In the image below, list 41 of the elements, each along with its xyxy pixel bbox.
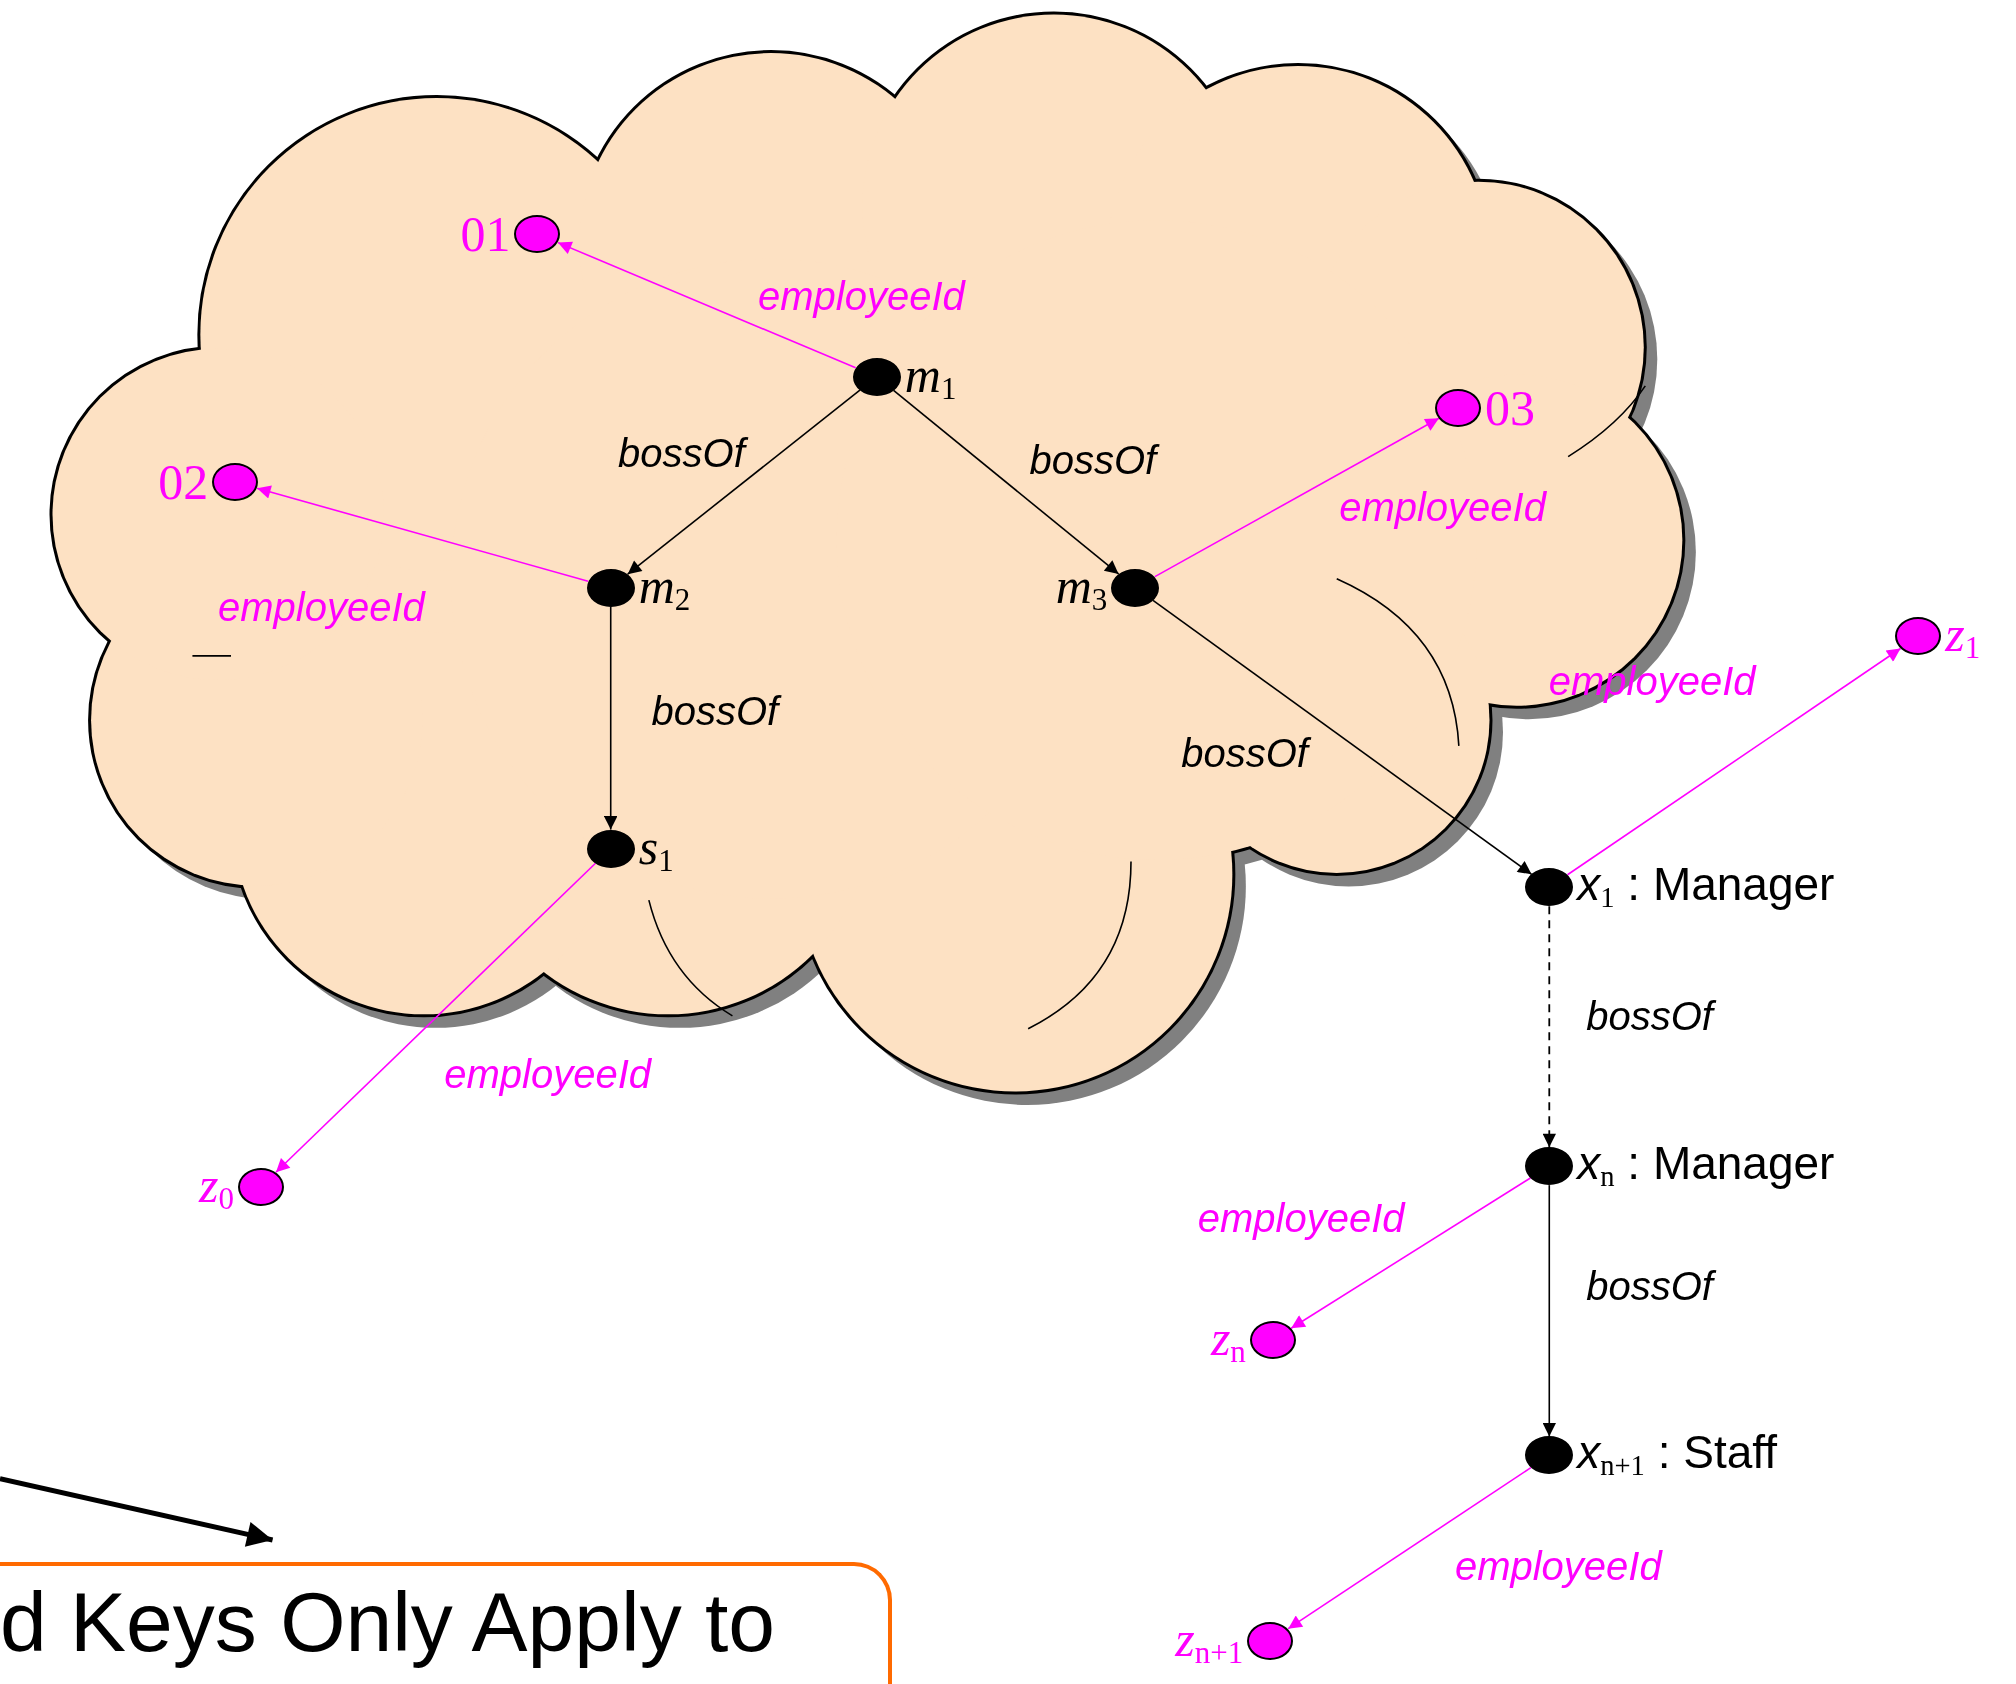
node-label: 01 — [460, 209, 511, 259]
node-label: 02 — [158, 457, 209, 508]
arrow — [256, 485, 589, 582]
node-label: m$_{1}$ — [904, 349, 957, 405]
thick-arrow — [0, 1476, 274, 1547]
node-label: x$_{n+1}$ : Staff — [1577, 1429, 1777, 1482]
node-label: z$_{0}$ — [199, 1159, 234, 1215]
node-label: z$_{n+1}$ — [1175, 1613, 1244, 1668]
edge-label: employeeId — [1339, 486, 1546, 527]
node-label: s$_{1}$ — [638, 821, 674, 876]
node-dot — [238, 1167, 284, 1206]
edge-label: employeeId — [1454, 1546, 1662, 1586]
arrow — [1154, 417, 1440, 578]
node-label: z$_{1}$ — [1945, 609, 1981, 664]
node-dot — [1895, 617, 1942, 656]
node-dot — [1525, 1147, 1574, 1186]
arrow — [557, 241, 857, 369]
node-label: m$_{3}$ — [1055, 560, 1108, 615]
node-dot — [1525, 1436, 1574, 1475]
node-dot — [1247, 1621, 1294, 1660]
edge-label: employeeId — [218, 586, 425, 627]
arrow — [1542, 905, 1557, 1149]
arrow — [1542, 1184, 1557, 1438]
arrow — [1566, 647, 1902, 876]
arrow — [1152, 599, 1533, 876]
note-box: d Keys Only Apply to — [0, 1562, 892, 1684]
node-label: z$_{n}$ — [1210, 1312, 1246, 1368]
arrow — [1287, 1466, 1532, 1630]
node-label: x$_{n}$ : Manager — [1577, 1140, 1835, 1192]
arrow — [275, 862, 597, 1174]
arrow — [1290, 1177, 1532, 1329]
edge-label: employeeId — [1197, 1197, 1405, 1238]
edge-label: employeeId — [444, 1053, 652, 1094]
node-label: x$_{1}$ : Manager — [1577, 861, 1835, 913]
edge-label: employeeId — [758, 275, 965, 316]
node-dot — [1249, 1320, 1296, 1359]
node-label: 03 — [1485, 382, 1535, 433]
node-label: m$_{2}$ — [638, 560, 691, 615]
arrow — [892, 389, 1120, 575]
arrow — [626, 389, 861, 575]
arrow — [603, 605, 618, 831]
